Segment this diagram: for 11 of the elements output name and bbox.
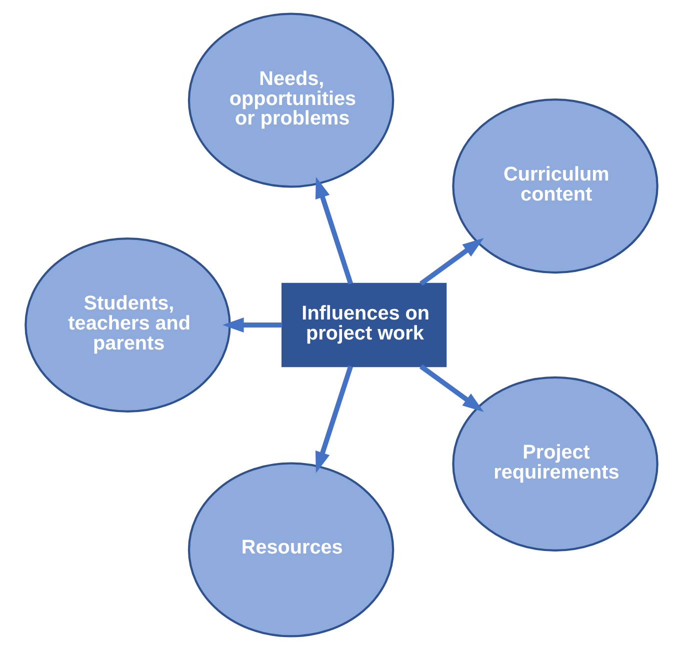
node-ellipse: Curriculum content [452,98,658,274]
arrow [314,365,353,474]
arrow [222,318,282,332]
node-ellipse: Project requirements [452,376,658,552]
arrow [418,364,484,412]
arrow [314,176,353,285]
node-ellipse: Resources [187,462,394,638]
node-ellipse: Students, teachers and parents [24,237,230,413]
node-ellipse: Needs, opportunities or problems [187,12,394,188]
node-box: Influences on project work [281,282,446,368]
arrow [418,238,484,286]
